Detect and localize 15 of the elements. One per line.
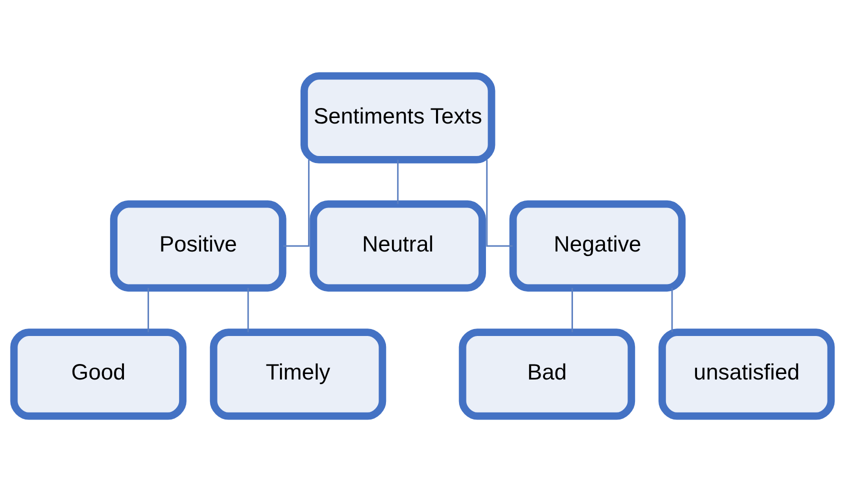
node-box: Bad — [458, 328, 636, 420]
node-box: Neutral — [310, 200, 486, 292]
node-box: Negative — [509, 200, 686, 292]
connector — [671, 287, 673, 332]
connector — [148, 287, 150, 332]
connector — [283, 159, 310, 246]
node-box: Positive — [110, 200, 286, 292]
node-box: Timely — [210, 328, 386, 420]
connector — [247, 287, 249, 332]
connector — [397, 159, 399, 204]
connector — [572, 287, 573, 332]
node-box: unsatisfied — [658, 328, 835, 420]
connector — [486, 159, 513, 246]
node-box: Sentiments Texts — [300, 72, 496, 163]
node-box: Good — [10, 328, 186, 420]
